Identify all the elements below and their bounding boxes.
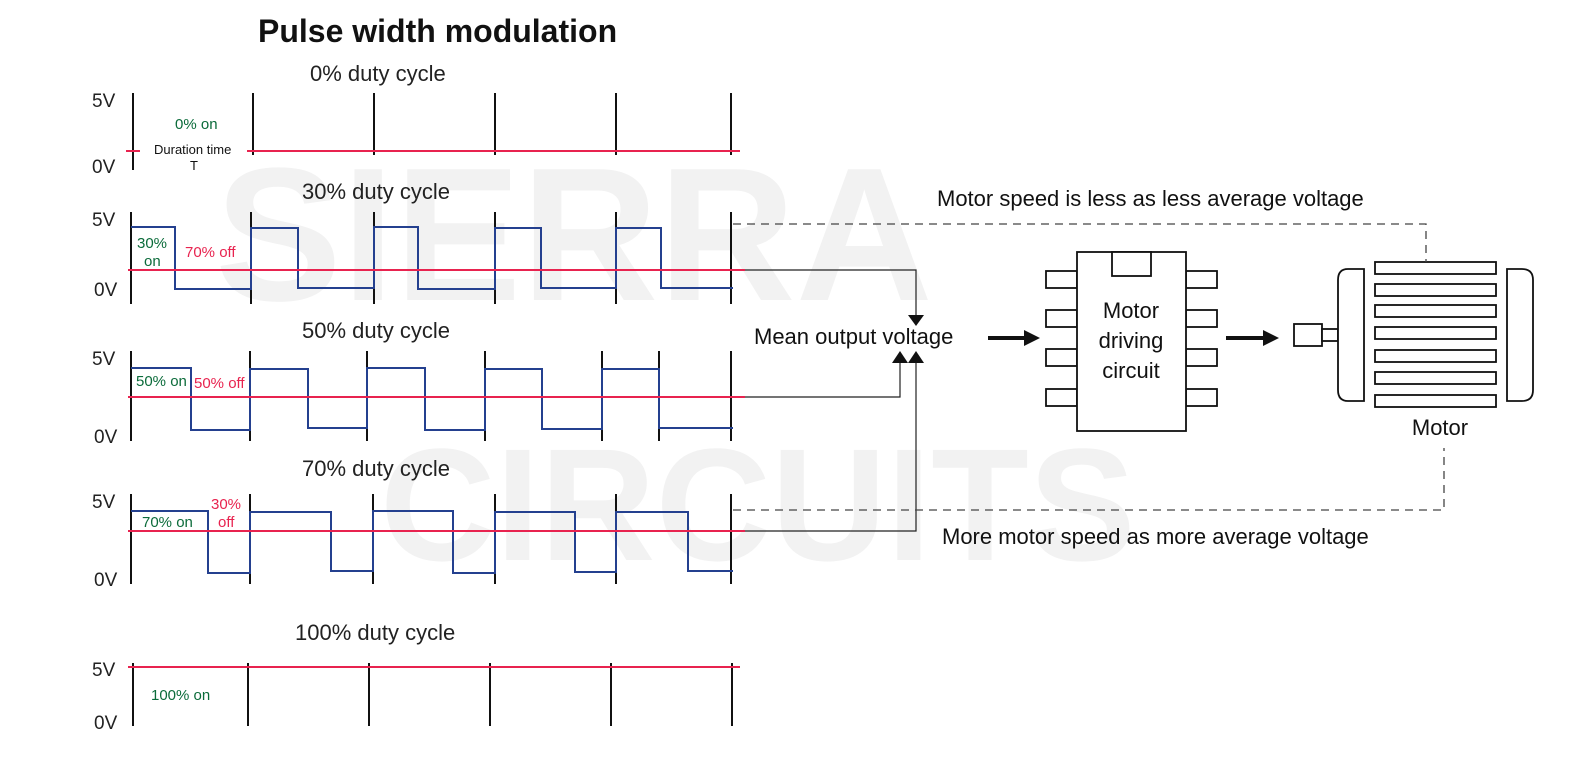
voltage-high-label: 5V — [92, 210, 116, 231]
arrow-down-icon — [908, 315, 924, 326]
on-label-line2: on — [144, 253, 161, 270]
arrow-right-icon — [1024, 330, 1040, 346]
watermark-top: SIERRA — [215, 129, 933, 341]
mean-connectors — [745, 269, 924, 532]
pwm-waveform — [131, 510, 733, 574]
voltage-high-label: 5V — [92, 492, 116, 513]
arrow-up-icon — [892, 351, 908, 363]
motor-label: Motor — [1412, 415, 1468, 440]
motor-driving-circuit: Motor driving circuit — [1045, 251, 1218, 432]
off-label-line1: 30% — [211, 496, 241, 513]
off-label: 70% off — [185, 244, 236, 261]
period-markers — [132, 663, 733, 726]
panel-title: 30% duty cycle — [302, 179, 450, 204]
panel-70-duty: 70% duty cycle 5V 0V 70% on 30% off — [92, 456, 745, 591]
dashed-line-top — [733, 223, 1427, 262]
pwm-waveform — [131, 226, 733, 290]
arrow-up-icon — [908, 351, 924, 363]
motor-coils — [1374, 261, 1497, 408]
motor: Motor — [1293, 261, 1534, 440]
panel-30-duty: 30% duty cycle 5V 0V 30% on 70% off — [92, 179, 745, 304]
panel-title: 0% duty cycle — [310, 61, 446, 86]
panel-title: 50% duty cycle — [302, 318, 450, 343]
on-label: 70% on — [142, 514, 193, 531]
on-label: 100% on — [151, 687, 210, 704]
panel-title: 70% duty cycle — [302, 456, 450, 481]
driver-label-line2: driving — [1099, 328, 1164, 353]
off-label: 50% off — [194, 375, 245, 392]
on-label: 50% on — [136, 373, 187, 390]
voltage-high-label: 5V — [92, 349, 116, 370]
page-title: Pulse width modulation — [258, 13, 617, 49]
duration-label: Duration time — [154, 142, 231, 157]
motor-endcap-left — [1337, 268, 1365, 402]
watermark-bottom: CIRCUITS — [380, 415, 1136, 594]
driver-label-line3: circuit — [1102, 358, 1159, 383]
panel-100-duty: 100% duty cycle 5V 0V 100% on — [92, 620, 740, 734]
arrow-right-icon — [1263, 330, 1279, 346]
voltage-low-label: 0V — [94, 713, 118, 734]
panel-0-duty: 0% duty cycle 5V 0V 0% on Duration time … — [92, 61, 740, 178]
period-markers — [132, 93, 732, 170]
motor-shaft-icon — [1293, 323, 1323, 347]
voltage-high-label: 5V — [92, 91, 116, 112]
pwm-waveform — [131, 367, 733, 431]
panel-title: 100% duty cycle — [295, 620, 455, 645]
mean-output-label: Mean output voltage — [754, 324, 953, 349]
panel-50-duty: 50% duty cycle 5V 0V 50% on 50% off — [92, 318, 745, 448]
voltage-low-label: 0V — [94, 280, 118, 301]
top-note: Motor speed is less as less average volt… — [937, 186, 1364, 211]
voltage-low-label: 0V — [92, 157, 116, 178]
period-label: T — [190, 158, 198, 173]
off-label-line2: off — [218, 514, 235, 531]
flow-arrows — [988, 330, 1279, 346]
voltage-low-label: 0V — [94, 570, 118, 591]
on-label-line1: 30% — [137, 235, 167, 252]
motor-endcap-right — [1506, 268, 1534, 402]
voltage-low-label: 0V — [94, 427, 118, 448]
bottom-note: More motor speed as more average voltage — [942, 524, 1369, 549]
driver-label-line1: Motor — [1103, 298, 1159, 323]
on-label: 0% on — [175, 116, 218, 133]
voltage-high-label: 5V — [92, 660, 116, 681]
